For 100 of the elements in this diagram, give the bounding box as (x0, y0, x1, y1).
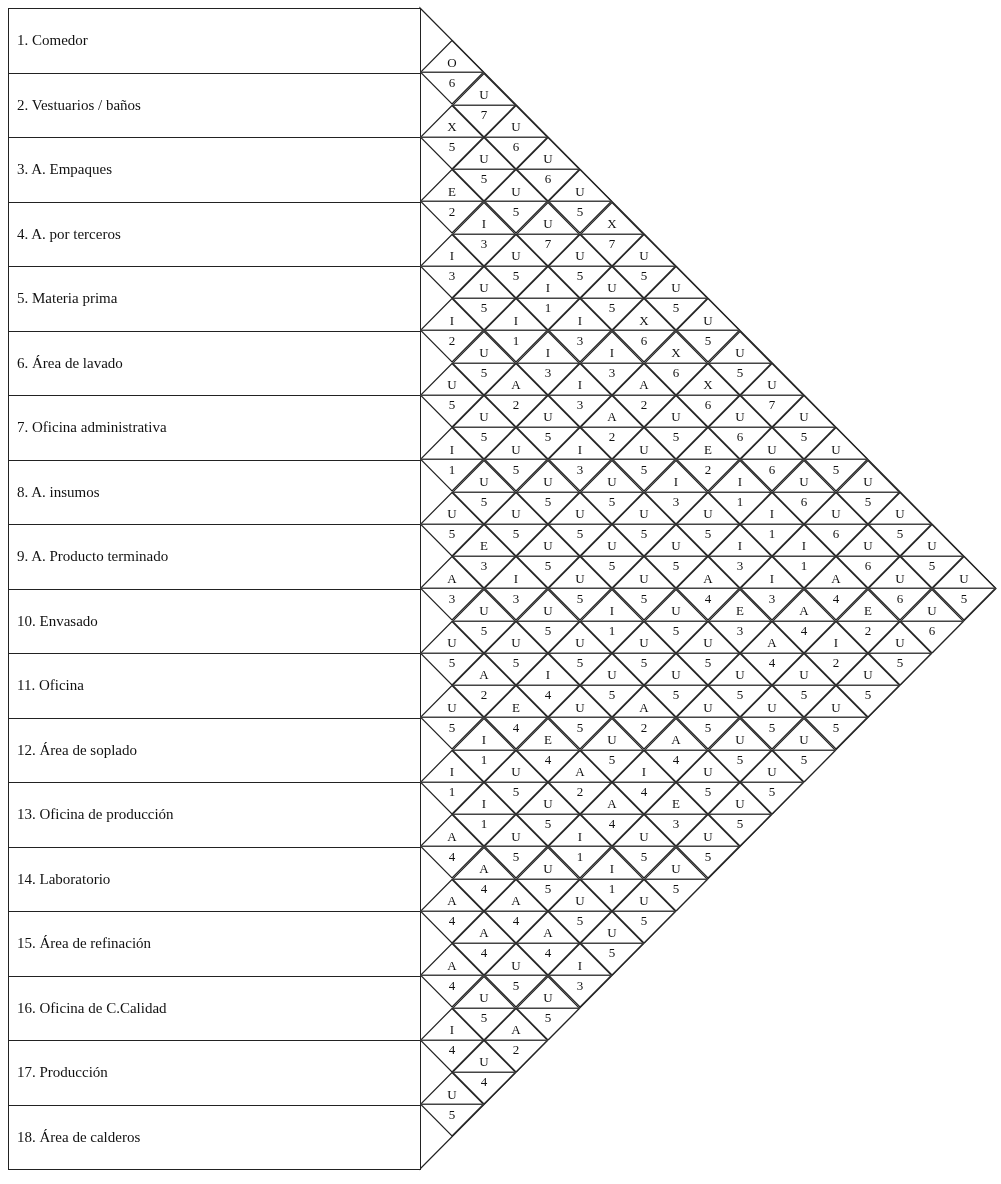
closeness-code: U (574, 571, 586, 586)
reason-code: 6 (863, 559, 873, 574)
closeness-code: I (768, 571, 776, 586)
reason-code: 4 (543, 752, 553, 767)
reason-code: 2 (863, 623, 873, 638)
reason-code: 5 (703, 333, 713, 348)
closeness-code: I (640, 765, 648, 779)
closeness-code: U (638, 571, 650, 586)
reason-code: 5 (863, 688, 873, 703)
closeness-code: A (510, 1023, 522, 1037)
reason-code: 5 (575, 591, 585, 606)
closeness-code: U (798, 668, 810, 683)
reason-code: 5 (703, 849, 713, 864)
closeness-code: I (608, 345, 616, 360)
closeness-code: A (670, 732, 682, 747)
reason-code: 5 (895, 527, 905, 541)
reason-code: 3 (735, 623, 745, 638)
closeness-code: U (510, 442, 522, 457)
reason-code: 3 (511, 591, 521, 606)
closeness-code: I (480, 732, 488, 747)
closeness-code: U (638, 636, 650, 650)
reason-code: 3 (543, 365, 553, 380)
reason-code: 2 (639, 720, 649, 735)
closeness-code: U (734, 797, 746, 812)
closeness-code: U (862, 668, 874, 683)
closeness-code: I (608, 861, 616, 876)
reason-code: 3 (607, 365, 617, 380)
reason-code: 1 (447, 462, 457, 477)
department-name: 3. A. Empaques (16, 161, 112, 179)
closeness-code: I (672, 474, 680, 489)
reason-code: 5 (447, 1107, 457, 1122)
department-name: 12. Área de soplado (16, 741, 137, 759)
reason-code: 6 (927, 623, 937, 638)
closeness-code: U (478, 152, 490, 167)
closeness-code: U (702, 765, 714, 779)
reason-code: 5 (511, 527, 521, 541)
department-name: 8. A. insumos (16, 483, 100, 501)
reason-code: 4 (447, 849, 457, 864)
reason-code: 5 (511, 785, 521, 799)
reason-code: 4 (671, 752, 681, 767)
closeness-code: U (478, 1055, 490, 1070)
closeness-code: U (638, 894, 650, 908)
closeness-code: O (446, 55, 458, 70)
reason-code: 6 (447, 75, 457, 90)
reason-code: 5 (895, 656, 905, 670)
closeness-code: U (638, 507, 650, 521)
closeness-code: U (670, 861, 682, 876)
closeness-code: U (798, 474, 810, 489)
reason-code: 1 (799, 559, 809, 574)
reason-code: 5 (735, 688, 745, 703)
reason-code: 2 (447, 333, 457, 348)
reason-code: 5 (511, 269, 521, 283)
reason-code: 6 (639, 333, 649, 348)
reason-code: 1 (607, 623, 617, 638)
closeness-code: U (478, 281, 490, 296)
reason-code: 5 (543, 494, 553, 509)
closeness-code: U (510, 184, 522, 199)
reason-code: 5 (447, 398, 457, 412)
reason-code: 5 (767, 785, 777, 799)
closeness-code: A (478, 861, 490, 876)
reason-code: 6 (703, 398, 713, 412)
reason-code: 4 (703, 591, 713, 606)
closeness-code: U (766, 378, 778, 392)
reason-code: 1 (575, 849, 585, 864)
closeness-code: U (638, 829, 650, 844)
closeness-code: U (734, 345, 746, 360)
closeness-code: U (574, 249, 586, 263)
closeness-code: I (544, 281, 552, 296)
closeness-code: U (766, 442, 778, 457)
reason-code: 6 (511, 140, 521, 154)
reason-code: 3 (671, 494, 681, 509)
closeness-code: U (766, 700, 778, 715)
reason-code: 5 (447, 656, 457, 670)
reason-code: 5 (735, 817, 745, 832)
reason-code: 5 (831, 720, 841, 735)
reason-code: 3 (479, 559, 489, 574)
closeness-code: U (510, 120, 522, 134)
closeness-code: U (862, 539, 874, 554)
reason-code: 3 (575, 333, 585, 348)
reason-code: 7 (543, 236, 553, 251)
reason-code: 5 (607, 494, 617, 509)
closeness-code: A (638, 378, 650, 392)
reason-code: 4 (543, 946, 553, 961)
reason-code: 5 (703, 720, 713, 735)
reason-code: 5 (639, 462, 649, 477)
reason-code: 5 (639, 656, 649, 670)
reason-code: 5 (703, 785, 713, 799)
reason-code: 2 (479, 688, 489, 703)
closeness-code: U (830, 507, 842, 521)
closeness-code: U (606, 732, 618, 747)
reason-code: 5 (511, 204, 521, 219)
reason-code: 5 (671, 430, 681, 445)
closeness-code: I (800, 539, 808, 554)
closeness-code: U (670, 410, 682, 425)
reason-code: 5 (799, 752, 809, 767)
reason-code: 1 (447, 785, 457, 799)
closeness-code: E (447, 184, 457, 199)
closeness-code: A (446, 894, 458, 908)
closeness-code: U (446, 1087, 458, 1102)
reason-code: 5 (543, 559, 553, 574)
